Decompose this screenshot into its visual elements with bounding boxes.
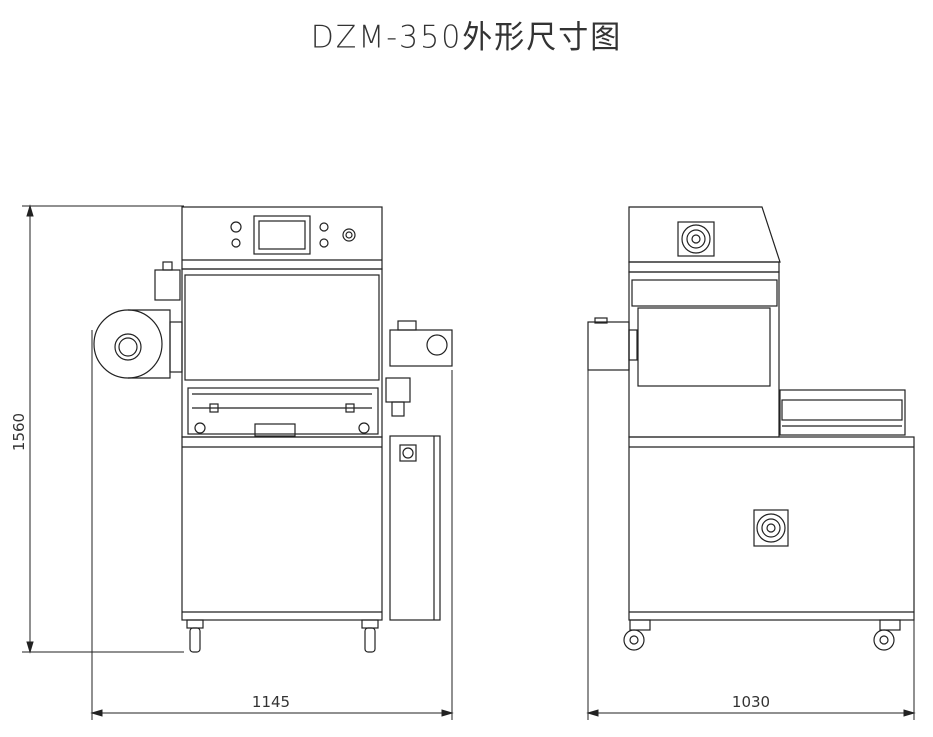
emergency-stop-icon (230, 221, 242, 233)
side-roll-holder (587, 317, 638, 371)
side-tray (779, 389, 906, 436)
dimension-front-width-label: 1145 (252, 693, 290, 711)
side-base (628, 436, 915, 621)
side-module (385, 320, 453, 621)
side-upper-housing (628, 206, 781, 273)
side-view (587, 206, 915, 651)
front-casters (186, 619, 379, 653)
film-roll (93, 261, 183, 379)
dimension-height-label: 1560 (10, 413, 28, 451)
fan-icon (677, 221, 715, 257)
front-view (93, 206, 453, 653)
drawing-title: DZM-350外形尺寸图 (310, 19, 623, 57)
base-cabinet (181, 436, 383, 621)
side-casters (623, 619, 901, 651)
dimension-lines (22, 204, 916, 720)
side-chamber (628, 271, 780, 438)
dimension-side-depth-label: 1030 (732, 693, 770, 711)
fan-icon (753, 509, 789, 547)
sealing-chamber (181, 268, 383, 438)
control-panel (181, 206, 383, 270)
